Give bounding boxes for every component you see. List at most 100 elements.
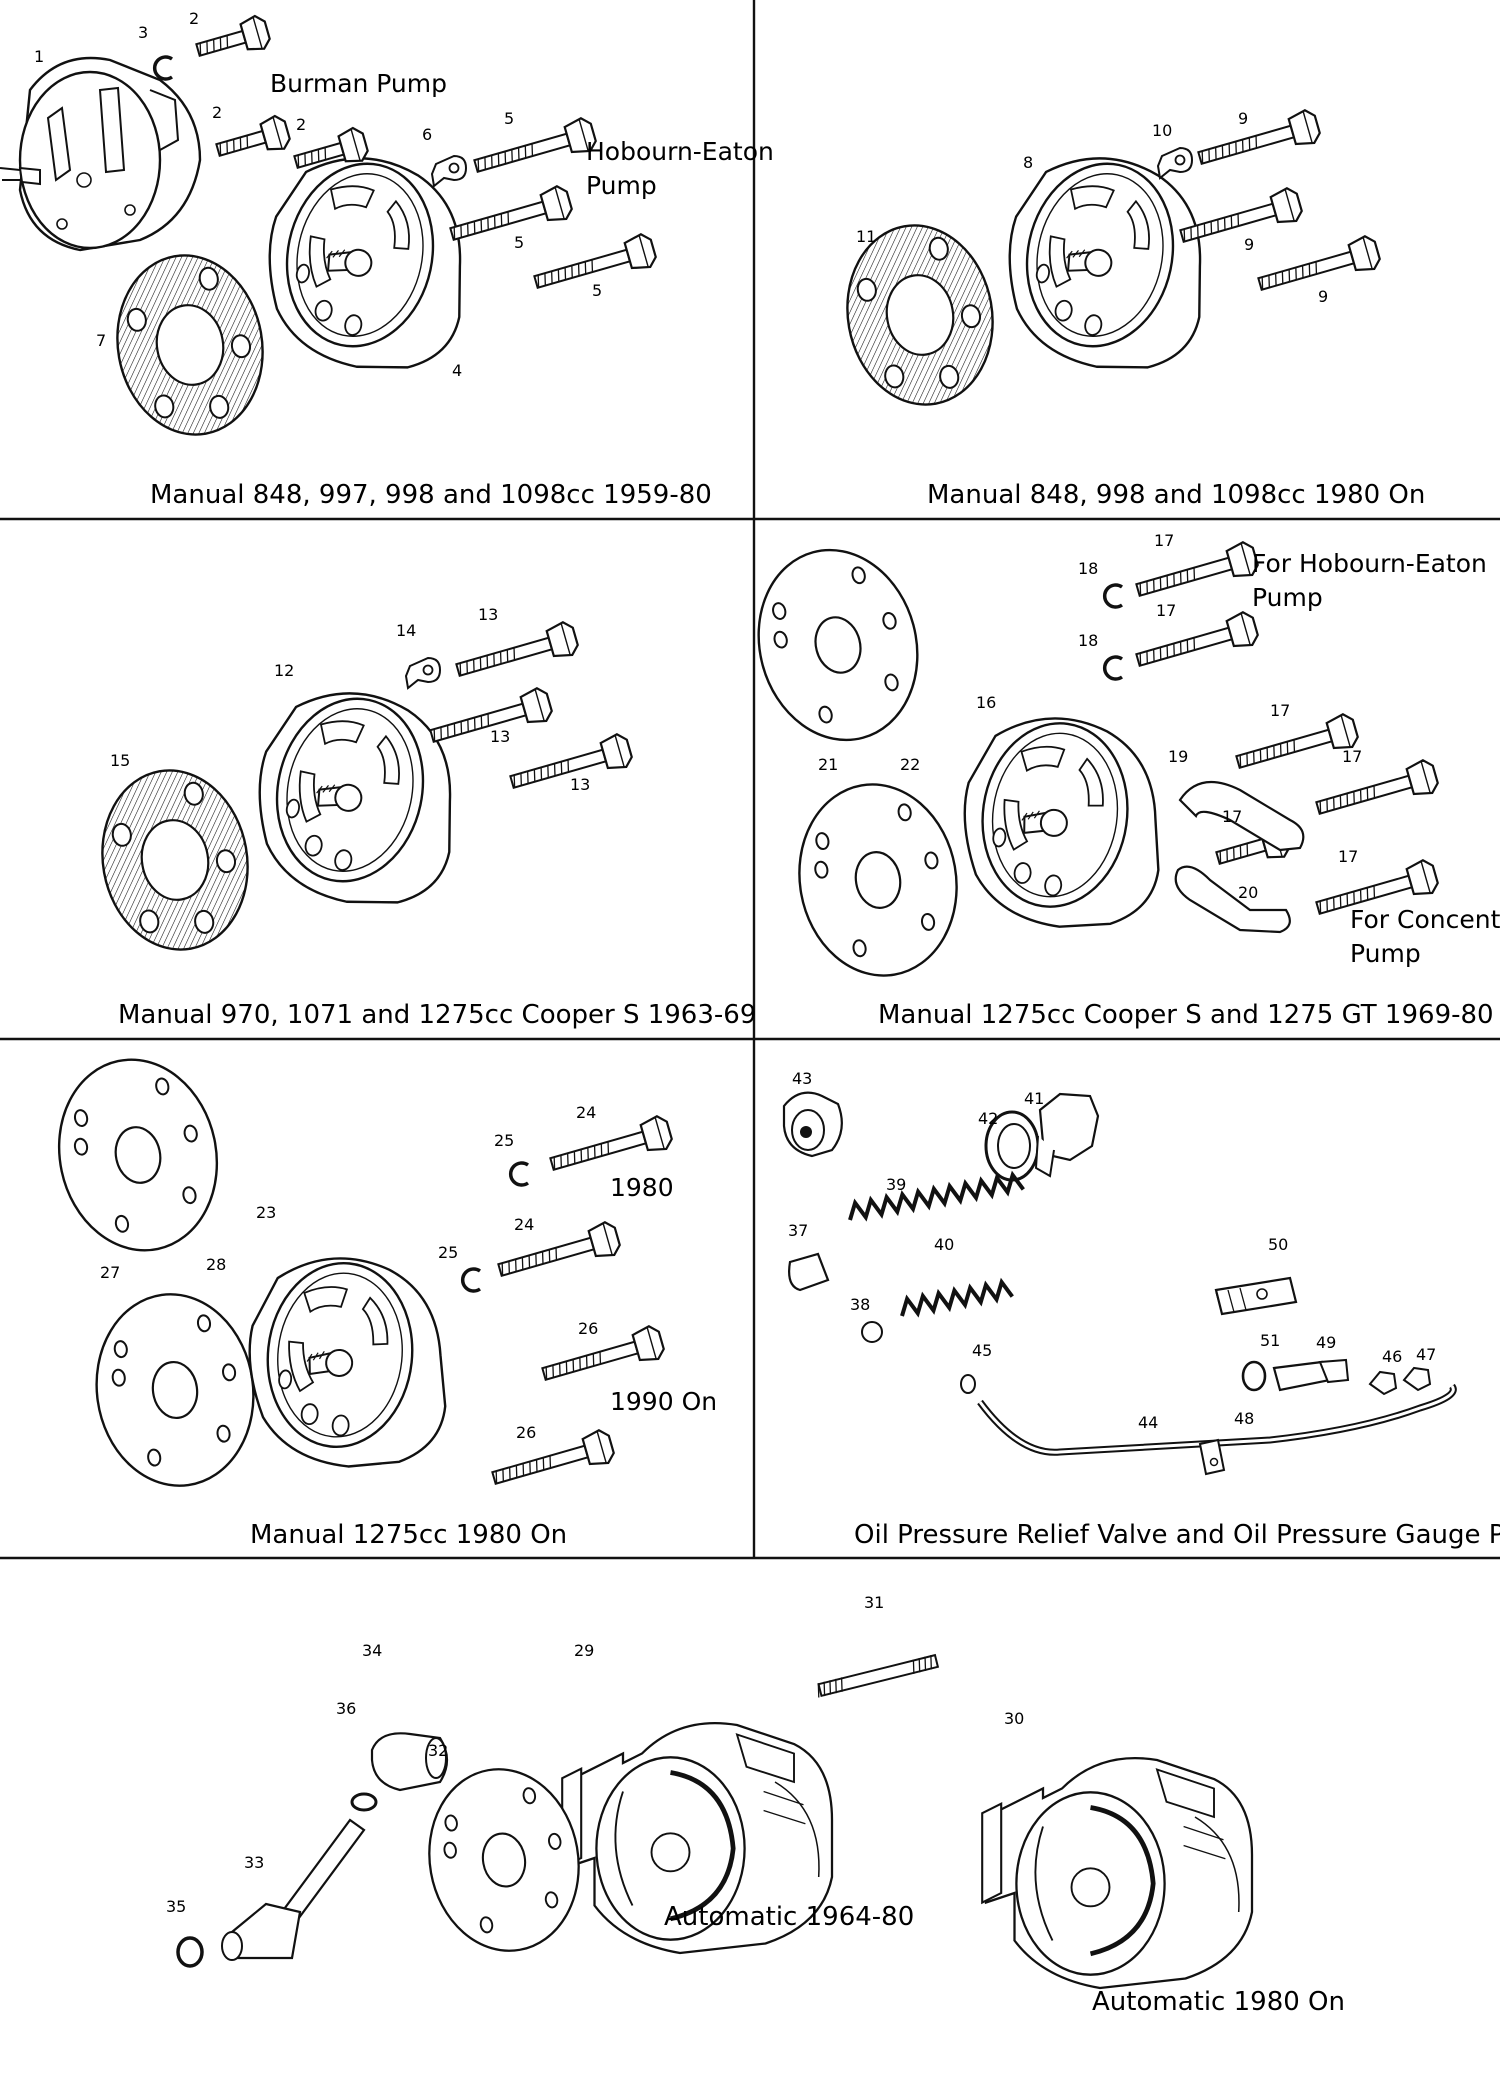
caption-p4: Manual 1275cc Cooper S and 1275 GT 1969-…: [878, 1000, 1494, 1030]
note-for-concentric-2: Pump: [1350, 939, 1421, 968]
panel-7: Automatic 1964-80 29 31 32 33 34 35 36: [166, 1593, 940, 1968]
callout: 24: [576, 1103, 596, 1122]
gasket-icon: [40, 1043, 236, 1267]
washer-icon: [1102, 583, 1124, 609]
pump-body-icon: [948, 705, 1179, 941]
callout: 2: [212, 103, 222, 122]
bolt-icon: [1132, 608, 1262, 678]
panel-6: Oil Pressure Relief Valve and Oil Pressu…: [782, 1069, 1500, 1550]
callout: 25: [438, 1243, 458, 1262]
callout: 7: [96, 331, 106, 350]
auto-pump-icon: [982, 1758, 1252, 1988]
callout: 9: [1244, 235, 1254, 254]
callout: 28: [206, 1255, 226, 1274]
callout: 44: [1138, 1413, 1158, 1432]
bolt-icon: [546, 1112, 676, 1182]
callout: 17: [1154, 531, 1174, 550]
plunger-icon: [788, 1252, 883, 1343]
callout: 5: [514, 233, 524, 252]
callout: 31: [864, 1593, 884, 1612]
panel-grid: [0, 0, 1500, 1560]
caption-p5: Manual 1275cc 1980 On: [250, 1520, 567, 1550]
callout: 36: [336, 1699, 356, 1718]
callout: 17: [1156, 601, 1176, 620]
panel-4: For Hobourn-Eaton Pump For Concentric Pu…: [736, 530, 1500, 1030]
gasket-icon: [783, 770, 973, 990]
callout: 33: [244, 1853, 264, 1872]
callout: 20: [1238, 883, 1258, 902]
washer-icon: [1102, 655, 1124, 681]
callout: 13: [478, 605, 498, 624]
bolt-icon: [452, 618, 582, 688]
callout: 5: [504, 109, 514, 128]
note-hobourn-1: Hobourn-Eaton: [586, 137, 774, 166]
clamp-plate-icon: [1174, 780, 1305, 934]
callout: 16: [976, 693, 996, 712]
callout: 47: [1416, 1345, 1436, 1364]
union-icon: [1241, 1358, 1432, 1396]
callout: 4: [452, 361, 462, 380]
callout: 3: [138, 23, 148, 42]
pump-body-icon: [236, 1248, 461, 1478]
callout: 26: [516, 1423, 536, 1442]
callout: 17: [1342, 747, 1362, 766]
tab-washer-icon: [405, 657, 441, 689]
gauge-pipe-icon: [960, 1374, 1457, 1476]
callout: 25: [494, 1131, 514, 1150]
callout: 41: [1024, 1089, 1044, 1108]
callout: 43: [792, 1069, 812, 1088]
callout: 39: [886, 1175, 906, 1194]
note-for-hobourn-2: Pump: [1252, 583, 1323, 612]
callout: 29: [574, 1641, 594, 1660]
callout: 21: [818, 755, 838, 774]
gasket-icon: [83, 1282, 267, 1498]
pump-body-icon: [987, 140, 1229, 387]
callout: 12: [274, 661, 294, 680]
callout: 1: [34, 47, 44, 66]
gasket-icon: [102, 242, 278, 448]
panel-1: Burman Pump Hobourn-Eaton Pump Manual 84…: [0, 9, 774, 510]
bolt-icon: [538, 1322, 668, 1392]
panel-2: Manual 848, 998 and 1098cc 1980 On 8 9 9…: [832, 106, 1425, 510]
tab-washer-icon: [431, 155, 467, 187]
callout: 35: [166, 1897, 186, 1916]
callout: 50: [1268, 1235, 1288, 1254]
burman-pump-icon: [0, 56, 202, 252]
callout: 2: [296, 115, 306, 134]
bolt-icon: [1132, 538, 1262, 608]
callout: 2: [189, 9, 199, 28]
gasket-icon: [736, 530, 940, 760]
callout: 14: [396, 621, 416, 640]
callout: 10: [1152, 121, 1172, 140]
callout: 17: [1270, 701, 1290, 720]
bolt-icon: [1312, 756, 1442, 826]
callout: 23: [256, 1203, 276, 1222]
caption-p8: Automatic 1980 On: [1092, 1987, 1345, 2017]
callout: 26: [578, 1319, 598, 1338]
callout: 13: [570, 775, 590, 794]
callout: 17: [1222, 807, 1242, 826]
note-1980: 1980: [610, 1173, 674, 1202]
bolt-icon: [470, 114, 600, 184]
callout: 18: [1078, 559, 1098, 578]
callout: 32: [428, 1741, 448, 1760]
callout: 49: [1316, 1333, 1336, 1352]
caption-p6: Oil Pressure Relief Valve and Oil Pressu…: [854, 1520, 1500, 1550]
callout: 27: [100, 1263, 120, 1282]
callout: 51: [1260, 1331, 1280, 1350]
note-for-concentric-1: For Concentric: [1350, 905, 1500, 934]
callout: 38: [850, 1295, 870, 1314]
callout: 9: [1238, 109, 1248, 128]
pump-body-icon: [237, 675, 479, 922]
spring-icon: [848, 1170, 1025, 1318]
callout: 42: [978, 1109, 998, 1128]
callout: 34: [362, 1641, 382, 1660]
callout: 18: [1078, 631, 1098, 650]
callout: 46: [1382, 1347, 1402, 1366]
callout: 37: [788, 1221, 808, 1240]
callout: 19: [1168, 747, 1188, 766]
callout: 22: [900, 755, 920, 774]
callout: 17: [1338, 847, 1358, 866]
bolt-icon: [212, 112, 293, 168]
